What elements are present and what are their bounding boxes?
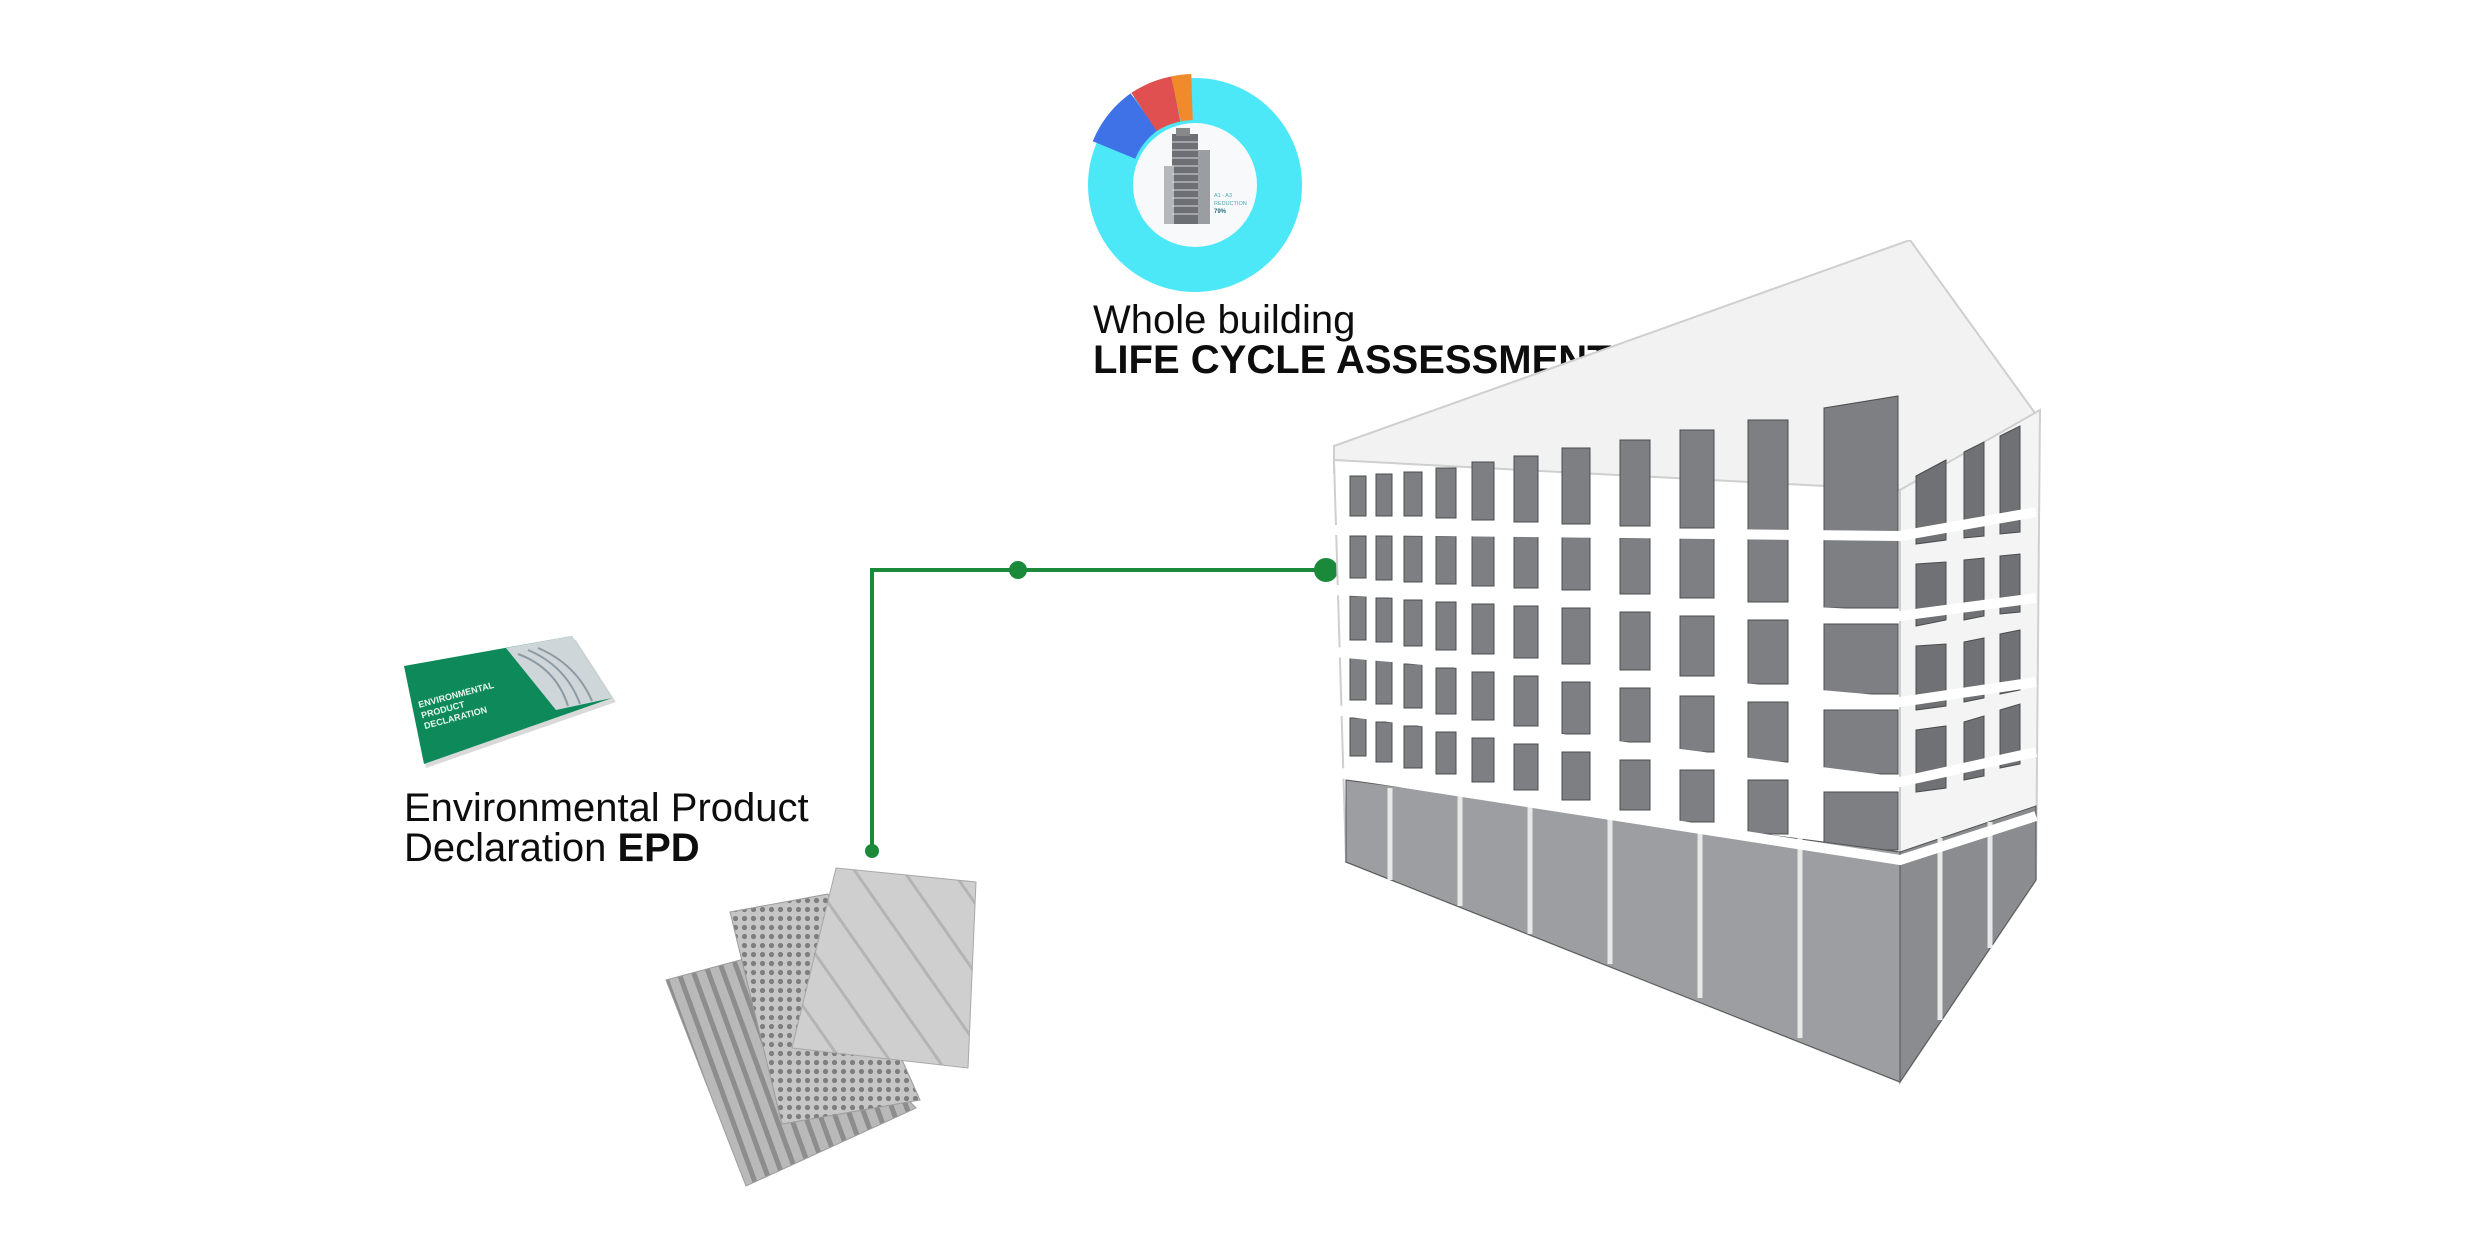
connector-end-dot — [865, 844, 879, 858]
donut-segment-blue — [1092, 93, 1159, 160]
donut-value: 79% — [1214, 209, 1227, 215]
tower-thumbnail-icon — [1164, 128, 1210, 224]
connector-line — [865, 558, 1338, 858]
lca-title-line2: LIFE CYCLE ASSESSMENT — [1093, 338, 1612, 382]
epd-title-line2: Declaration EPD — [404, 828, 809, 868]
donut-segment-red — [1131, 76, 1182, 132]
material-samples-image — [665, 867, 977, 1187]
lca-donut-chart: A1 - A3 REDUCTION 79% — [1088, 74, 1302, 292]
diagonal-panel — [791, 867, 977, 1069]
donut-label-sub: REDUCTION — [1214, 201, 1247, 207]
connector-building-dot — [1314, 558, 1338, 582]
floor-slabs — [1333, 507, 2038, 866]
connector-path — [870, 568, 1326, 851]
epd-booklet-image: ENVIRONMENTAL PRODUCT DECLARATION — [404, 636, 616, 768]
donut-segment-orange — [1171, 74, 1194, 122]
lca-title: Whole building LIFE CYCLE ASSESSMENT — [1093, 300, 1612, 380]
ground-floor-columns — [1387, 788, 1993, 1038]
building-image — [1332, 240, 2042, 1086]
connector-mid-dot — [1009, 561, 1027, 579]
epd-title-line2-regular: Declaration — [404, 826, 618, 870]
ground-floor-glass-side — [1899, 805, 2037, 1084]
donut-segment-main — [1088, 78, 1302, 292]
booklet-photo — [506, 636, 612, 710]
epd-title: Environmental Product Declaration EPD — [404, 788, 809, 868]
front-windows — [1349, 395, 1899, 851]
donut-label: A1 - A3 — [1214, 193, 1232, 199]
lca-title-line1: Whole building — [1093, 298, 1356, 342]
epd-title-line1: Environmental Product — [404, 786, 809, 830]
epd-title-line2-bold: EPD — [617, 826, 700, 870]
